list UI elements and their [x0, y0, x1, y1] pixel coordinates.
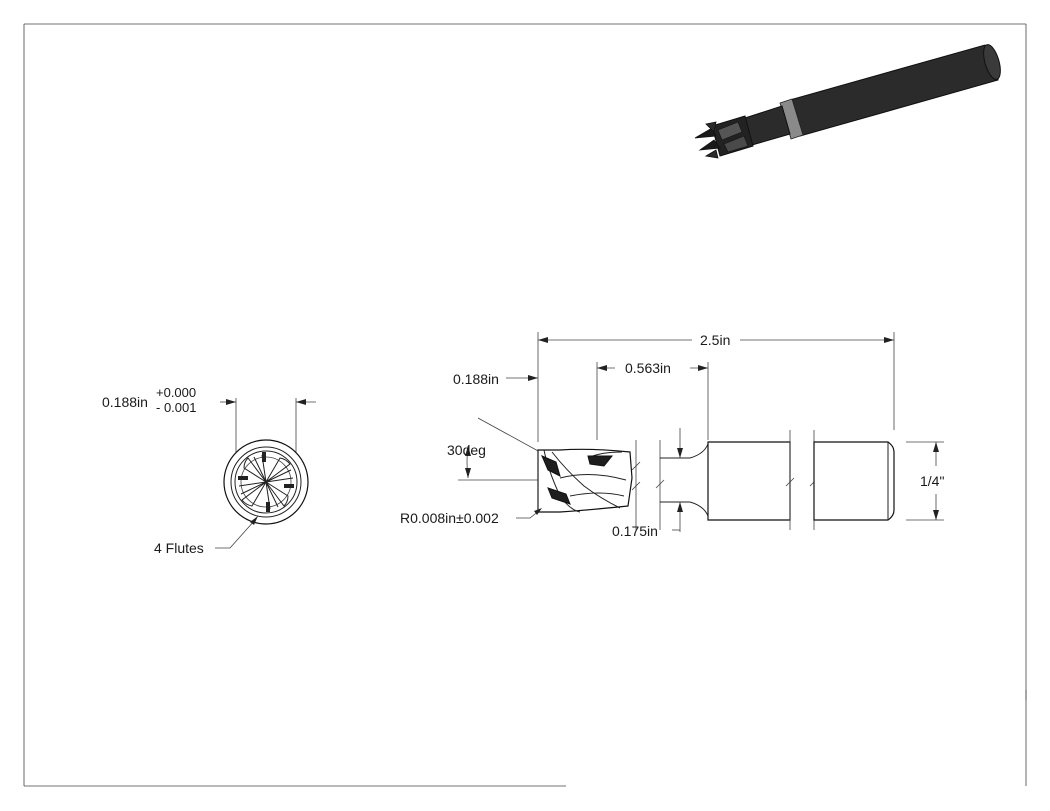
flute-count-label: 4 Flutes	[154, 540, 204, 556]
end-view	[215, 398, 316, 549]
neck-diameter-label: 0.175in	[612, 523, 658, 539]
tolerance-upper-label: +0.000	[156, 385, 196, 400]
side-view	[458, 332, 944, 532]
overall-length-label: 2.5in	[700, 332, 730, 348]
sheet-border	[23, 23, 1027, 787]
chamfer-angle-label: 30deg	[447, 442, 486, 458]
tolerance-lower-label: - 0.001	[156, 400, 196, 415]
flute-pattern	[238, 454, 294, 510]
flute-length-label: 0.563in	[625, 360, 671, 376]
tip-diameter-label: 0.188in	[453, 371, 499, 387]
isometric-render	[694, 44, 1001, 159]
end-view-diameter-label: 0.188in	[102, 394, 148, 410]
shank-diameter-label: 1/4"	[920, 473, 944, 489]
corner-radius-label: R0.008in±0.002	[400, 510, 499, 526]
